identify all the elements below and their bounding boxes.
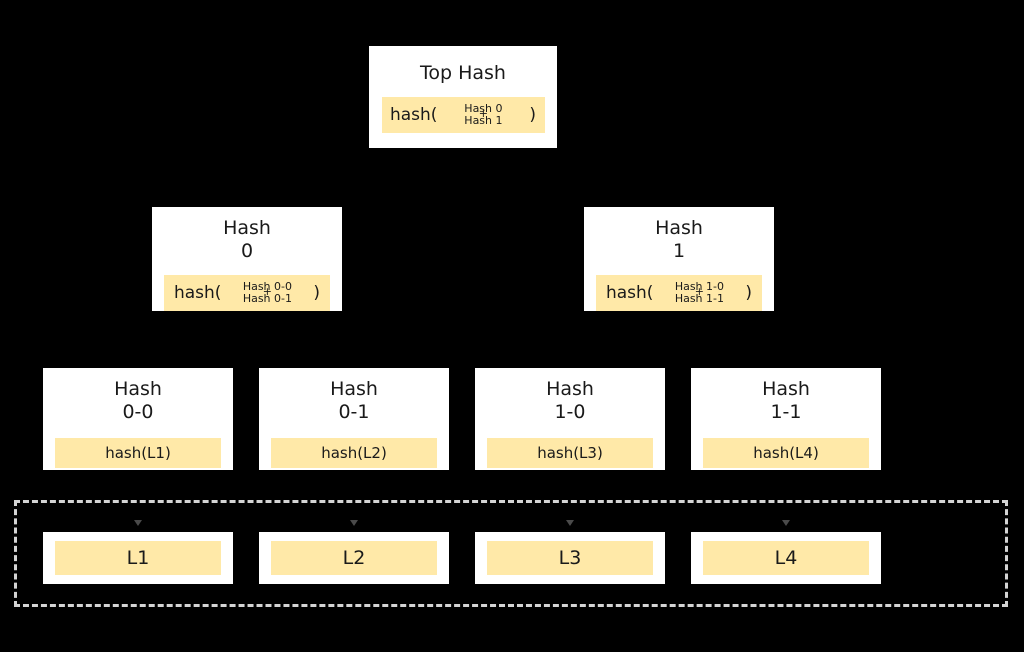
- data-block-l3[interactable]: L3: [475, 532, 665, 584]
- data-block-label: L4: [703, 541, 869, 575]
- hash-close-paren: ): [529, 104, 537, 125]
- hash-close-paren: ): [745, 282, 753, 303]
- node-title: Hash 1-0: [546, 378, 594, 423]
- node-hash-1-0[interactable]: Hash 1-0 hash(L3): [475, 368, 665, 470]
- operand-plus: +: [478, 107, 489, 120]
- formula-hash-0-1: hash(L2): [271, 438, 437, 468]
- operand-b: Hash 1-1: [674, 292, 724, 305]
- data-blocks-container: [14, 500, 1008, 607]
- formula-top-hash: hash( Hash 0 + Hash 1 ): [381, 97, 545, 133]
- operand-b: Hash 0-1: [242, 292, 292, 305]
- data-block-label: L1: [55, 541, 221, 575]
- data-block-l1[interactable]: L1: [43, 532, 233, 584]
- operand-stack: Hash 1-0 + Hash 1-1: [671, 281, 727, 305]
- operand-a: Hash 0: [464, 102, 503, 115]
- node-hash-0[interactable]: Hash 0 hash( Hash 0-0 + Hash 0-1 ): [152, 207, 342, 311]
- operand-plus: +: [694, 285, 705, 298]
- hash-open-paren: hash(: [173, 282, 222, 303]
- data-block-l4[interactable]: L4: [691, 532, 881, 584]
- arrow-l4-to-hash11: [782, 520, 790, 526]
- arrow-l3-to-hash10: [566, 520, 574, 526]
- node-hash-1[interactable]: Hash 1 hash( Hash 1-0 + Hash 1-1 ): [584, 207, 774, 311]
- operand-b: Hash 1: [464, 114, 503, 127]
- node-top-hash[interactable]: Top Hash hash( Hash 0 + Hash 1 ): [369, 46, 557, 148]
- data-block-label: L3: [487, 541, 653, 575]
- node-title: Top Hash: [420, 62, 506, 84]
- operand-stack: Hash 0-0 + Hash 0-1: [239, 281, 295, 305]
- arrow-l1-to-hash00: [134, 520, 142, 526]
- node-title: Hash 1-1: [762, 378, 810, 423]
- node-title: Hash 0-1: [330, 378, 378, 423]
- hash-open-paren: hash(: [605, 282, 654, 303]
- arrow-l2-to-hash01: [350, 520, 358, 526]
- node-title: Hash 0: [223, 217, 271, 262]
- operand-a: Hash 1-0: [674, 280, 724, 293]
- data-block-l2[interactable]: L2: [259, 532, 449, 584]
- data-block-label: L2: [271, 541, 437, 575]
- operand-plus: +: [262, 285, 273, 298]
- node-hash-0-1[interactable]: Hash 0-1 hash(L2): [259, 368, 449, 470]
- hash-open-paren: hash(: [389, 104, 438, 125]
- formula-hash-0: hash( Hash 0-0 + Hash 0-1 ): [164, 275, 330, 311]
- hash-close-paren: ): [313, 282, 321, 303]
- node-title: Hash 0-0: [114, 378, 162, 423]
- formula-hash-0-0: hash(L1): [55, 438, 221, 468]
- node-title: Hash 1: [655, 217, 703, 262]
- formula-hash-1-1: hash(L4): [703, 438, 869, 468]
- node-hash-0-0[interactable]: Hash 0-0 hash(L1): [43, 368, 233, 470]
- operand-stack: Hash 0 + Hash 1: [455, 103, 511, 127]
- node-hash-1-1[interactable]: Hash 1-1 hash(L4): [691, 368, 881, 470]
- formula-hash-1: hash( Hash 1-0 + Hash 1-1 ): [596, 275, 762, 311]
- formula-hash-1-0: hash(L3): [487, 438, 653, 468]
- operand-a: Hash 0-0: [242, 280, 292, 293]
